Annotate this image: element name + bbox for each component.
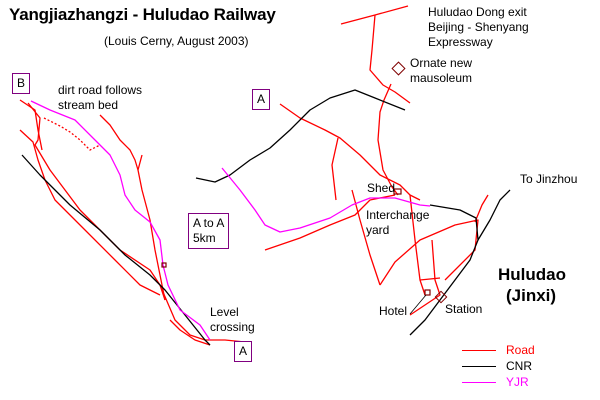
cnr-east — [409, 204, 479, 336]
yjr-main — [30, 100, 211, 341]
level-crossing-line-2: crossing — [210, 320, 255, 334]
road-south-west — [159, 284, 246, 343]
station-label: Station — [445, 302, 483, 316]
city-label: Huludao (Jinxi) — [498, 264, 566, 306]
crossing-marker — [161, 262, 167, 268]
road-east-loop — [379, 219, 479, 286]
road-expressway-branch — [369, 14, 411, 104]
marker-box-b: B — [12, 73, 31, 94]
cnr-main-west — [21, 154, 211, 346]
road-north-a — [331, 137, 339, 201]
road-south-main — [169, 319, 211, 346]
city-name: Huludao — [498, 265, 566, 284]
interchange-line-2: yard — [366, 223, 390, 237]
expressway-label: Huludao Dong exit Beijing - Shenyang Exp… — [428, 5, 529, 50]
hotel-pointer — [409, 294, 427, 315]
interchange-label: Interchange yard — [366, 208, 429, 238]
road-south-hotel — [409, 194, 426, 296]
station-marker — [434, 290, 448, 304]
mausoleum-marker — [391, 61, 406, 76]
marker-box-a-top: A — [252, 89, 271, 110]
road-to-hotel — [351, 189, 381, 286]
cnr-to-jinzhou — [477, 189, 511, 241]
expressway-line-1: Huludao Dong exit — [428, 5, 527, 19]
dirt-road-line-2: stream bed — [58, 98, 119, 112]
scale-line-2: 5km — [193, 231, 216, 245]
level-crossing-line-1: Level — [210, 305, 239, 319]
level-crossing-label: Level crossing — [210, 305, 255, 335]
road-diagonal-north — [279, 103, 421, 201]
legend-label-road: Road — [506, 343, 535, 357]
road-west-2 — [27, 102, 166, 301]
marker-box-a-bottom: A — [234, 341, 253, 362]
mausoleum-line-2: mausoleum — [410, 71, 473, 85]
map-title: Yangjiazhangzi - Huludao Railway — [9, 5, 276, 24]
road-west-outer — [19, 129, 161, 296]
expressway-line-3: Expressway — [428, 35, 493, 49]
legend-swatch-yjr — [462, 382, 496, 383]
mausoleum-label: Ornate new mausoleum — [410, 56, 472, 86]
road-interchange — [264, 194, 396, 251]
road-dirt — [43, 117, 101, 151]
legend-swatch-cnr — [462, 366, 496, 367]
legend-item-yjr: YJR — [462, 375, 592, 391]
road-west-3 — [137, 154, 166, 301]
road-north-south — [377, 83, 399, 196]
hotel-label: Hotel — [379, 304, 408, 318]
cnr-north — [195, 89, 406, 183]
yjr-branch — [221, 167, 431, 233]
road-west-1 — [19, 99, 43, 151]
expressway-line-2: Beijing - Shenyang — [428, 20, 529, 34]
legend-label-yjr: YJR — [506, 375, 529, 389]
scale-box: A to A 5km — [188, 213, 230, 249]
city-alt-name: (Jinxi) — [506, 286, 557, 305]
map-subtitle: (Louis Cerny, August 2003) — [104, 34, 249, 48]
legend-item-road: Road — [462, 343, 592, 359]
dirt-road-label: dirt road follows stream bed — [58, 83, 142, 113]
road-to-jinzhou — [474, 194, 489, 223]
dirt-road-line-1: dirt road follows — [58, 83, 143, 97]
legend-item-cnr: CNR — [462, 359, 592, 375]
scale-line-1: A to A — [193, 216, 225, 230]
shed-label: Shed — [367, 181, 396, 195]
legend-swatch-road — [462, 350, 496, 351]
road-stream — [99, 114, 139, 171]
hotel-marker — [424, 289, 431, 296]
road-east-hotel — [409, 239, 441, 316]
to-jinzhou-label: To Jinzhou — [520, 172, 578, 186]
interchange-line-1: Interchange — [366, 208, 430, 222]
road-junction — [419, 277, 441, 281]
legend-label-cnr: CNR — [506, 359, 532, 373]
mausoleum-line-1: Ornate new — [410, 56, 473, 70]
shed-marker — [393, 188, 402, 195]
